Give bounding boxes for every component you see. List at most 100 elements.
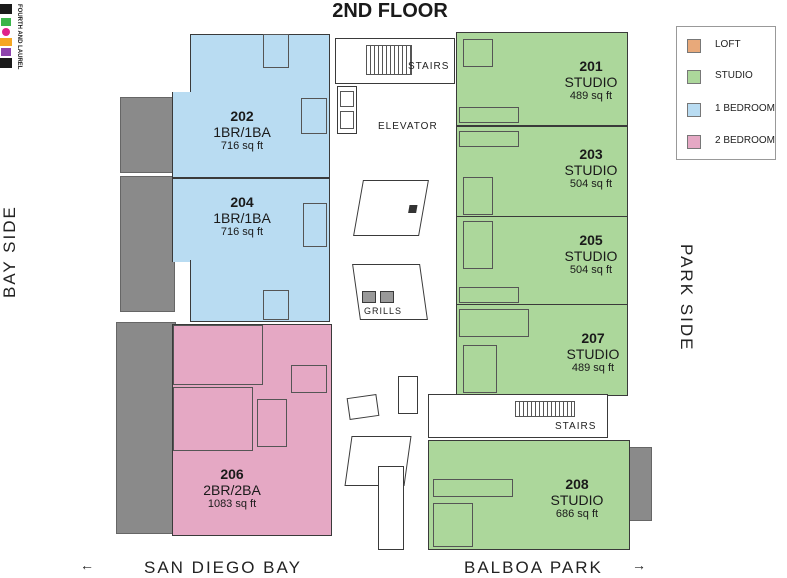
unit-202-closet — [301, 98, 327, 134]
unit-type: STUDIO — [564, 74, 618, 91]
unit-size: 716 sq ft — [220, 226, 264, 239]
unit-204-label: 204 1BR/1BA 716 sq ft — [190, 194, 294, 239]
unit-202-main[interactable] — [172, 92, 330, 178]
unit-size: 504 sq ft — [569, 178, 613, 191]
unit-205-label: 205 STUDIO 504 sq ft — [546, 232, 636, 277]
unit-208[interactable] — [428, 440, 630, 550]
unit-204-bath — [263, 290, 289, 320]
unit-203-label: 203 STUDIO 504 sq ft — [546, 146, 636, 191]
unit-type: 1BR/1BA — [213, 210, 271, 227]
balcony-202 — [120, 97, 175, 173]
unit-number: 201 — [579, 58, 603, 74]
unit-206-label: 206 2BR/2BA 1083 sq ft — [180, 466, 284, 511]
unit-size: 686 sq ft — [555, 508, 599, 521]
unit-207-bath — [463, 345, 497, 393]
unit-size: 504 sq ft — [569, 264, 613, 277]
unit-type: 1BR/1BA — [213, 124, 271, 141]
stairs-bottom-label: STAIRS — [555, 421, 597, 432]
unit-205-bath — [463, 221, 493, 269]
planter-4 — [398, 376, 418, 414]
unit-203-bath — [463, 177, 493, 215]
balcony-206 — [116, 322, 176, 534]
bottom-label-left: SAN DIEGO BAY — [144, 558, 302, 577]
unit-203-kitchen — [459, 131, 519, 147]
direction-arrow-left-icon: ← — [80, 557, 96, 573]
unit-206-bedroom-1 — [173, 325, 263, 385]
unit-201[interactable] — [456, 32, 628, 126]
unit-205[interactable] — [456, 216, 628, 306]
balcony-204 — [120, 176, 175, 312]
unit-type: STUDIO — [566, 346, 620, 363]
elevator-shaft — [337, 86, 357, 134]
unit-type: 2BR/2BA — [203, 482, 261, 499]
unit-number: 205 — [579, 232, 603, 248]
legend-swatch-loft — [687, 39, 701, 53]
unit-204-kitchen — [303, 203, 327, 247]
stairwell-top — [335, 38, 455, 84]
unit-size: 716 sq ft — [220, 140, 264, 153]
stair-treads-bottom — [515, 401, 575, 417]
legend: LOFT STUDIO 1 BEDROOM 2 BEDROOM — [676, 26, 776, 160]
legend-item-loft: LOFT — [687, 37, 787, 57]
unit-number: 206 — [220, 466, 244, 482]
legend-label-studio: STUDIO — [715, 70, 753, 81]
unit-size: 489 sq ft — [571, 362, 615, 375]
unit-207-label: 207 STUDIO 489 sq ft — [548, 330, 638, 375]
unit-202[interactable] — [190, 34, 330, 94]
unit-203[interactable] — [456, 126, 628, 218]
stairs-top-label: STAIRS — [408, 61, 450, 72]
legend-item-studio: STUDIO — [687, 68, 787, 88]
logo-art — [0, 0, 12, 80]
legend-swatch-studio — [687, 70, 701, 84]
legend-label-2-bedroom: 2 BEDROOM — [715, 135, 776, 146]
unit-204[interactable] — [172, 178, 330, 262]
walkway — [378, 466, 404, 550]
floor-title: 2ND FLOOR — [332, 0, 448, 22]
planter-1 — [353, 180, 429, 236]
unit-202-label: 202 1BR/1BA 716 sq ft — [190, 108, 294, 153]
unit-205-kitchen — [459, 287, 519, 303]
stair-treads-top — [366, 45, 412, 75]
legend-swatch-1-bedroom — [687, 103, 701, 117]
unit-204-bedroom[interactable] — [190, 260, 330, 322]
side-label-right: PARK SIDE — [677, 244, 696, 352]
unit-number: 202 — [230, 108, 254, 124]
bottom-label-right: BALBOA PARK — [464, 558, 603, 577]
unit-202-bath — [263, 34, 289, 68]
logo-text: FOURTH AND LAUREL — [16, 4, 22, 70]
unit-208-kitchen — [433, 479, 513, 497]
unit-201-label: 201 STUDIO 489 sq ft — [546, 58, 636, 103]
unit-208-bath — [433, 503, 473, 547]
direction-arrow-right-icon: → — [632, 557, 648, 573]
grill-2 — [380, 291, 394, 303]
elevator-label: ELEVATOR — [378, 121, 438, 132]
balcony-208 — [628, 447, 652, 521]
grills-label: GRILLS — [364, 306, 403, 316]
logo: FOURTH AND LAUREL — [0, 0, 24, 80]
unit-206[interactable] — [172, 324, 332, 536]
unit-type: STUDIO — [564, 162, 618, 179]
unit-207-kitchen — [459, 309, 529, 337]
legend-label-loft: LOFT — [715, 39, 741, 50]
unit-number: 204 — [230, 194, 254, 210]
unit-208-label: 208 STUDIO 686 sq ft — [532, 476, 622, 521]
side-label-left: BAY SIDE — [0, 205, 19, 298]
unit-type: STUDIO — [550, 492, 604, 509]
unit-size: 489 sq ft — [569, 90, 613, 103]
stairwell-bottom — [428, 394, 608, 438]
unit-207[interactable] — [456, 304, 628, 396]
unit-201-bath — [463, 39, 493, 67]
unit-size: 1083 sq ft — [207, 498, 257, 511]
legend-item-1-bedroom: 1 BEDROOM — [687, 101, 787, 121]
unit-type: STUDIO — [564, 248, 618, 265]
legend-swatch-2-bedroom — [687, 135, 701, 149]
unit-201-kitchen — [459, 107, 519, 123]
legend-item-2-bedroom: 2 BEDROOM — [687, 133, 787, 153]
unit-number: 207 — [581, 330, 605, 346]
unit-206-bath-2 — [257, 399, 287, 447]
unit-206-bath-1 — [291, 365, 327, 393]
unit-number: 203 — [579, 146, 603, 162]
grill-1 — [362, 291, 376, 303]
unit-number: 208 — [565, 476, 589, 492]
legend-label-1-bedroom: 1 BEDROOM — [715, 103, 776, 114]
